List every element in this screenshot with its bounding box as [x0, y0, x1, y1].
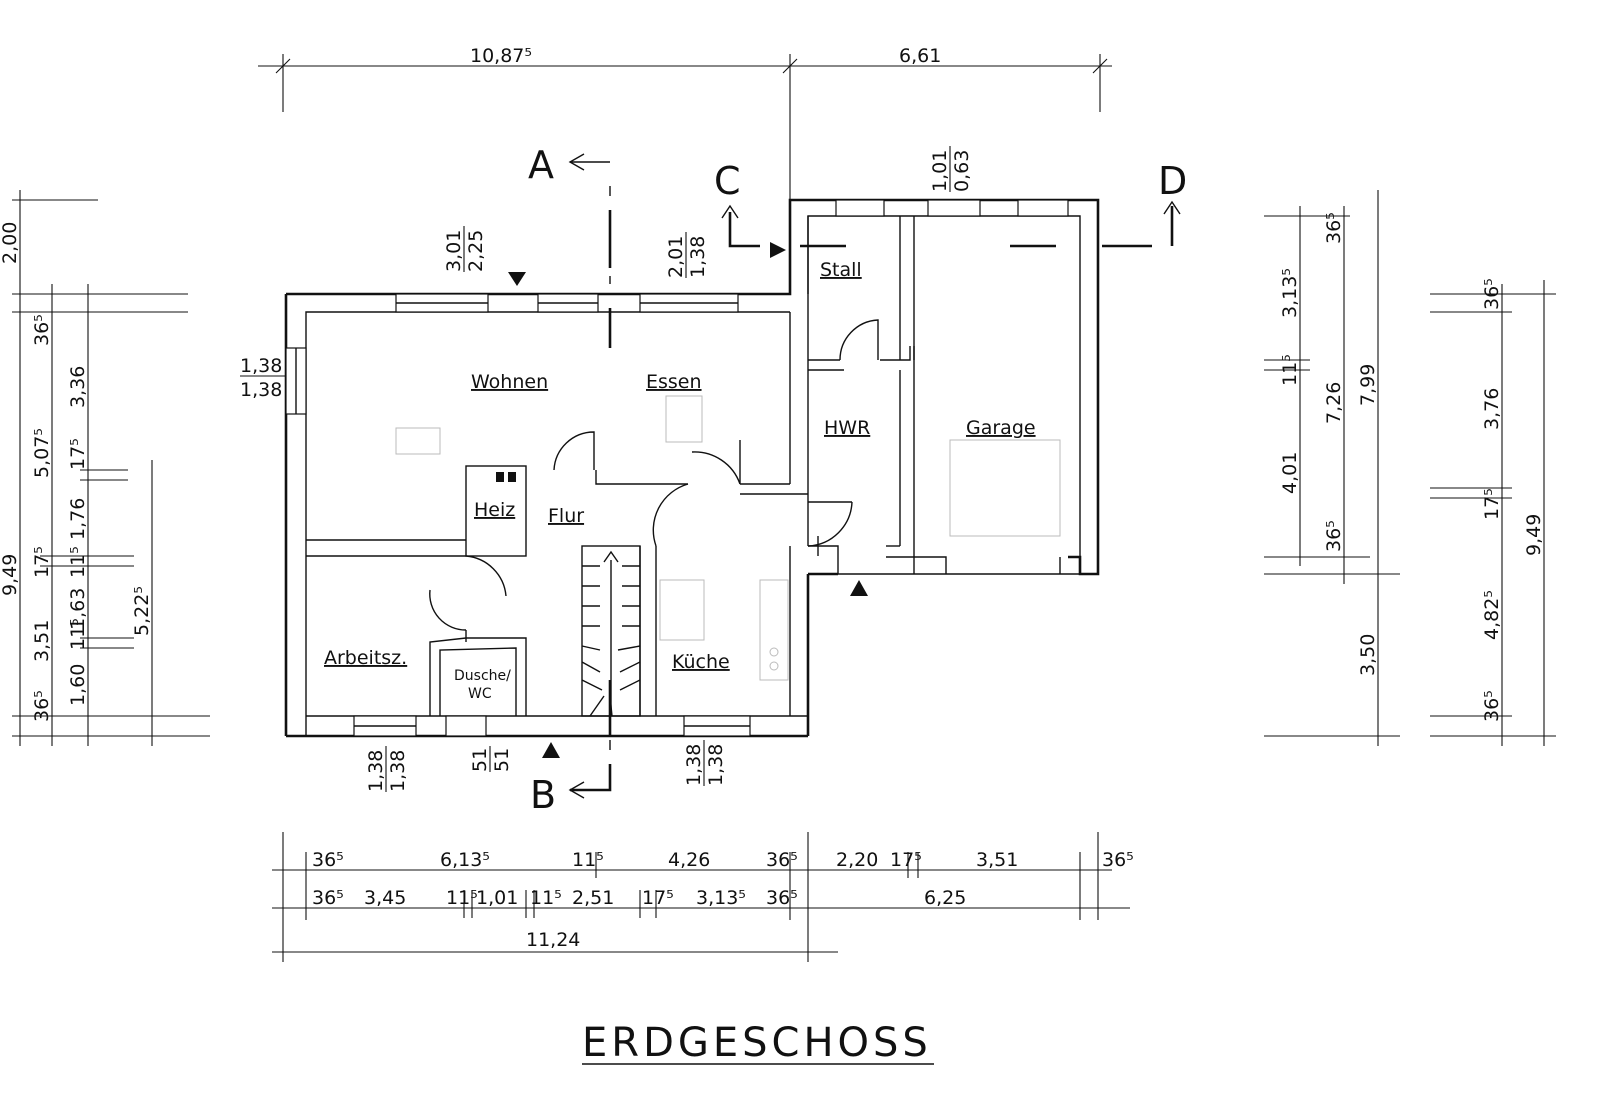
left-col2-6: 1,60: [67, 664, 89, 706]
left-dimensions: 2,00 9,49 36⁵ 5,07⁵ 17⁵ 3,51 36⁵ 3,36 17…: [0, 190, 210, 746]
left-col3: 5,22⁵: [131, 586, 153, 636]
bottom-right-window-den: 1,38: [705, 744, 727, 786]
left-col1-0: 36⁵: [31, 314, 53, 346]
right-b-col1-1: 3,76: [1481, 388, 1503, 430]
room-hwr: HWR: [824, 417, 870, 439]
left-col2-0: 3,36: [67, 366, 89, 408]
right-dimensions-b: 36⁵ 3,76 17⁵ 4,82⁵ 36⁵ 9,49: [1430, 278, 1556, 746]
bottom-row2-7: 3,13⁵: [696, 887, 746, 909]
right-b-total: 9,49: [1523, 514, 1545, 556]
bottom-row2-4: 11⁵: [530, 887, 562, 909]
bottom-row2-1: 3,45: [364, 887, 406, 909]
right-a-col1-1: 3,13⁵: [1279, 268, 1301, 318]
room-arbeitsz: Arbeitsz.: [324, 647, 407, 669]
left-outer-total: 9,49: [0, 554, 21, 596]
bottom-row1-3: 4,26: [668, 849, 710, 871]
bottom-row1-0: 36⁵: [312, 849, 344, 871]
bottom-row1-8: 36⁵: [1102, 849, 1134, 871]
right-a-col1-0: 36⁵: [1323, 212, 1345, 244]
room-labels: Wohnen Essen Heiz Flur Küche Arbeitsz. D…: [324, 259, 1036, 702]
bottom-mid-window-num: 51: [469, 748, 491, 772]
left-col1-3: 3,51: [31, 620, 53, 662]
left-col1-1: 5,07⁵: [31, 428, 53, 478]
left-window-den: 1,38: [240, 379, 282, 401]
bottom-row1-6: 17⁵: [890, 849, 922, 871]
left-col2-2: 1,76: [67, 498, 89, 540]
room-dusche-line2: WC: [468, 686, 492, 702]
entry-markers: [508, 242, 868, 758]
bottom-total: 11,24: [526, 929, 580, 951]
door-swings: [429, 319, 879, 642]
right-b-col1-2: 17⁵: [1481, 488, 1503, 520]
bottom-row2-0: 36⁵: [312, 887, 344, 909]
left-col2-1: 17⁵: [67, 438, 89, 470]
plan-title-text: ERDGESCHOSS: [582, 1020, 932, 1066]
bottom-mid-window-den: 51: [491, 748, 513, 772]
room-garage: Garage: [966, 417, 1036, 439]
top-dim-left: 10,87⁵: [470, 45, 532, 67]
left-col2-5: 11⁵: [67, 618, 89, 650]
room-heiz: Heiz: [474, 499, 515, 521]
windows: [285, 199, 1069, 737]
plan-title: ERDGESCHOSS: [582, 1020, 934, 1066]
room-flur: Flur: [548, 505, 584, 527]
furniture-traces: [395, 395, 1061, 681]
left-col1-2: 17⁵: [31, 546, 53, 578]
right-a-col3: 7,99: [1357, 364, 1379, 406]
room-kueche: Küche: [672, 651, 730, 673]
room-wohnen: Wohnen: [471, 371, 548, 393]
bottom-row1-4: 36⁵: [766, 849, 798, 871]
room-essen: Essen: [646, 371, 702, 393]
interior-walls: [306, 216, 1098, 717]
left-window-num: 1,38: [240, 355, 282, 377]
right-a-col1-3: 4,01: [1279, 452, 1301, 494]
stall-window-den: 0,63: [951, 150, 973, 192]
right-a-col1-2: 11⁵: [1279, 354, 1301, 386]
right-b-col1-0: 36⁵: [1481, 278, 1503, 310]
top-dimension: 10,87⁵ 6,61: [258, 45, 1112, 200]
bottom-left-window-num: 1,38: [365, 750, 387, 792]
top-window-num: 3,01: [443, 230, 465, 272]
top-right-window-num: 2,01: [665, 236, 687, 278]
room-dusche-line1: Dusche/: [454, 668, 511, 684]
left-col2-4: 1,63: [67, 588, 89, 630]
bottom-row2-8: 36⁵: [766, 887, 798, 909]
section-c-label: C: [714, 159, 741, 203]
left-col2-3: 11⁵: [67, 546, 89, 578]
section-b-label: B: [530, 773, 556, 817]
opening-annotations: 3,01 2,25 2,01 1,38 1,01 0,63 1,38 1,38 …: [240, 146, 973, 792]
bottom-row2-3: 1,01: [476, 887, 518, 909]
bottom-left-window-den: 1,38: [387, 750, 409, 792]
bottom-row1-1: 6,13⁵: [440, 849, 490, 871]
room-stall: Stall: [820, 259, 862, 281]
right-a-col4: 3,50: [1357, 634, 1379, 676]
right-b-col1-3: 4,82⁵: [1481, 590, 1503, 640]
left-col1-4: 36⁵: [31, 690, 53, 722]
right-b-col1-4: 36⁵: [1481, 690, 1503, 722]
right-dimensions-a: 36⁵ 3,13⁵ 11⁵ 4,01 36⁵ 7,26 7,99 3,50: [1264, 190, 1400, 746]
bottom-row1-5: 2,20: [836, 849, 878, 871]
bottom-row2-5: 2,51: [572, 887, 614, 909]
bottom-right-window-num: 1,38: [683, 744, 705, 786]
top-window-den: 2,25: [465, 230, 487, 272]
left-outer-top: 2,00: [0, 222, 21, 264]
section-d-label: D: [1158, 159, 1187, 203]
bottom-row2-2: 11⁵: [446, 887, 478, 909]
bottom-row1-7: 3,51: [976, 849, 1018, 871]
right-a-col2: 7,26: [1323, 382, 1345, 424]
section-lines: A B C D: [528, 143, 1187, 817]
stall-window-num: 1,01: [929, 150, 951, 192]
right-a-col1-4: 36⁵: [1323, 520, 1345, 552]
bottom-row2-9: 6,25: [924, 887, 966, 909]
bottom-row2-6: 17⁵: [642, 887, 674, 909]
section-a-label: A: [528, 143, 554, 187]
top-right-window-den: 1,38: [687, 236, 709, 278]
bottom-dimensions: 36⁵ 6,13⁵ 11⁵ 4,26 36⁵ 2,20 17⁵ 3,51 36⁵…: [272, 832, 1134, 962]
top-dim-right: 6,61: [899, 45, 941, 67]
bottom-row1-2: 11⁵: [572, 849, 604, 871]
